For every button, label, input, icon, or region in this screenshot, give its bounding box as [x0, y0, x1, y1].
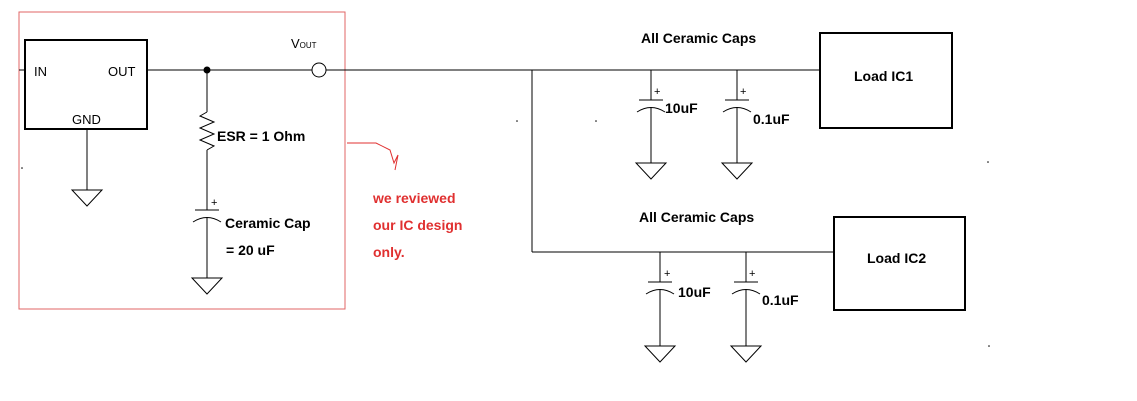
vout-label: VOUT [291, 36, 317, 51]
output-capacitor-branch: ESR = 1 Ohm + Ceramic Cap = 20 uF [190, 70, 311, 295]
pin-gnd-label: GND [72, 112, 101, 127]
cap-plate-bottom [192, 217, 222, 223]
note-line2: our IC design [373, 217, 462, 233]
b2-cap1-plate-bottom [645, 289, 675, 295]
esr-resistor [198, 111, 216, 151]
b1-cap1-polarity: + [654, 86, 660, 98]
regulator-ic: IN OUT GND [19, 39, 148, 207]
ground-symbol-regulator [70, 189, 104, 207]
cap-polarity: + [211, 197, 217, 209]
stray-dot [595, 120, 597, 122]
load-ic2-label: Load IC2 [867, 250, 926, 266]
b2-cap2-polarity: + [749, 268, 755, 280]
b2-cap2-label: 0.1uF [762, 292, 799, 308]
branch1-title: All Ceramic Caps [641, 30, 756, 46]
annotation-scribble [347, 142, 399, 171]
stray-dot [988, 345, 990, 347]
b2-cap1-label: 10uF [678, 284, 711, 300]
vout-terminal [311, 62, 327, 78]
pin-out-label: OUT [108, 64, 136, 79]
load-ic1-label: Load IC1 [854, 68, 913, 84]
note-line1: we reviewed [372, 190, 456, 206]
branch1-decoupling: All Ceramic Caps + 10uF + 0.1uF Load IC1 [634, 30, 953, 180]
note-line3: only. [373, 244, 405, 260]
regulator-body [24, 39, 148, 130]
cap-label-line2: = 20 uF [226, 242, 275, 258]
b2-cap2-ground [729, 345, 763, 363]
stray-dot [987, 161, 989, 163]
pin-in-label: IN [34, 64, 47, 79]
b2-cap2-plate-bottom [731, 289, 761, 295]
b1-cap1-ground [634, 162, 668, 180]
b1-cap2-polarity: + [740, 86, 746, 98]
ground-symbol-cap [190, 277, 224, 295]
b1-cap2-label: 0.1uF [753, 111, 790, 127]
b1-cap1-plate-bottom [636, 107, 666, 113]
cap-label-line1: Ceramic Cap [225, 215, 311, 231]
load-ic2-box [833, 216, 966, 311]
b1-cap2-ground [720, 162, 754, 180]
review-boundary [18, 11, 346, 310]
b1-cap2-plate-bottom [722, 107, 752, 113]
load-ic1-box [819, 32, 953, 129]
b1-cap1-label: 10uF [665, 100, 698, 116]
branch2-decoupling: All Ceramic Caps + 10uF + 0.1uF Load IC2 [639, 209, 966, 363]
esr-label: ESR = 1 Ohm [217, 128, 305, 144]
stray-dot [516, 120, 518, 122]
b2-cap1-polarity: + [664, 268, 670, 280]
b2-cap1-ground [643, 345, 677, 363]
stray-dot [21, 167, 23, 169]
branch2-title: All Ceramic Caps [639, 209, 754, 225]
